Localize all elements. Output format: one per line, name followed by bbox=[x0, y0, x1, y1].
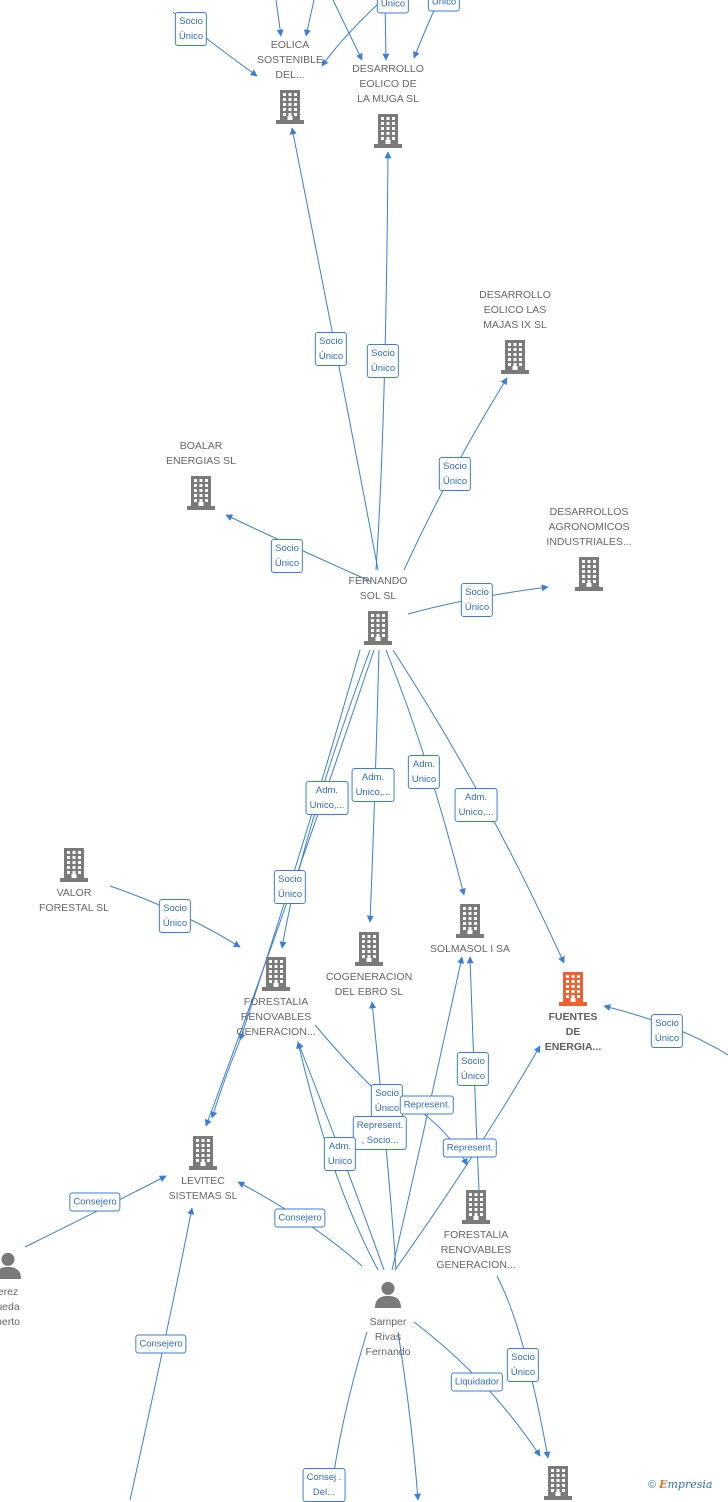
relationship-edge bbox=[466, 956, 480, 1191]
node-label: BOALAR ENERGIAS SL bbox=[165, 440, 237, 467]
edge-label: Consejero bbox=[69, 1192, 121, 1212]
relationship-edge bbox=[321, 3, 379, 67]
node-label: VALOR FORESTAL SL bbox=[38, 887, 110, 914]
edge-label: Socio Único bbox=[438, 457, 472, 491]
edge-label: Adm. Unico,... bbox=[305, 781, 349, 815]
node-label: DESARROLLOS AGRONOMICOS INDUSTRIALES... bbox=[546, 506, 632, 548]
node-label: LEVITEC SISTEMAS SL bbox=[168, 1175, 238, 1202]
company-node[interactable]: VALOR FORESTAL SL bbox=[0, 848, 149, 916]
edge-label: Represent. bbox=[442, 1138, 498, 1158]
building-icon bbox=[574, 557, 604, 591]
edge-label: Represent. , Socio... bbox=[352, 1116, 408, 1150]
person-node[interactable]: Samper Rivas Fernando bbox=[313, 1279, 463, 1360]
edge-label: Socio Único bbox=[456, 1052, 490, 1086]
relationship-edge bbox=[413, 3, 438, 59]
relationship-edge bbox=[397, 1331, 422, 1500]
edge-label: Único bbox=[376, 0, 410, 14]
building-icon bbox=[363, 611, 393, 645]
building-icon bbox=[461, 1190, 491, 1224]
edge-label: Adm. Unico bbox=[323, 1137, 357, 1171]
edge-label: Socio Único bbox=[158, 899, 192, 933]
edge-label: Consejero bbox=[135, 1334, 187, 1354]
edge-label: Liquidador bbox=[450, 1372, 504, 1392]
node-label: EOLICA SOSTENIBLE DEL... bbox=[257, 39, 323, 81]
edge-label: Socio Único bbox=[270, 539, 304, 573]
company-node[interactable]: SOLMASOL I SA bbox=[395, 904, 545, 957]
company-node[interactable]: DESARROLLO EOLICO DE LA MUGA SL bbox=[313, 62, 463, 148]
building-icon bbox=[500, 340, 530, 374]
relationship-edge bbox=[210, 1039, 241, 1119]
node-label: FUENTES DE ENERGIA... bbox=[544, 1011, 602, 1053]
edge-label: Adm. Unico,... bbox=[454, 788, 498, 822]
company-node[interactable]: BOALAR ENERGIAS SL bbox=[126, 439, 276, 510]
node-label: FORESTALIA RENOVABLES GENERACION... bbox=[236, 996, 316, 1038]
edge-label: Adm. Unico,... bbox=[351, 768, 395, 802]
company-node[interactable]: EOLICA SOSTENIBLE DEL... bbox=[215, 38, 365, 124]
node-label: DESARROLLO EOLICO DE LA MUGA SL bbox=[352, 63, 424, 105]
building-icon bbox=[558, 972, 588, 1006]
building-icon bbox=[373, 114, 403, 148]
node-label: erez ueda berto bbox=[0, 1286, 20, 1328]
edge-label: Socio Único bbox=[273, 870, 307, 904]
relationship-edge bbox=[375, 151, 392, 571]
relationship-edge bbox=[369, 1001, 397, 1271]
company-node[interactable]: FERNANDO SOL SL bbox=[303, 574, 453, 645]
edge-label: Socio Único bbox=[366, 344, 400, 378]
edge-label: Único bbox=[427, 0, 461, 12]
edge-label: Socio Único bbox=[370, 1084, 404, 1118]
copyright-symbol: © bbox=[648, 1479, 657, 1491]
relationship-edge bbox=[129, 1207, 195, 1500]
relationship-edge bbox=[391, 956, 465, 1271]
building-icon bbox=[188, 1136, 218, 1170]
company-node[interactable]: FUENTES DE ENERGIA... bbox=[498, 972, 648, 1055]
relationship-edge bbox=[332, 0, 363, 61]
relationship-edge bbox=[279, 649, 371, 949]
brand-logo: Empresia bbox=[659, 1478, 713, 1491]
company-node[interactable]: FORESTALIA RENOVABLES GENERACION... bbox=[201, 957, 351, 1040]
empresia-watermark: ©Empresia bbox=[648, 1478, 712, 1491]
building-icon bbox=[543, 1466, 573, 1500]
edge-label: Socio Único bbox=[314, 332, 348, 366]
edge-label: Represent. bbox=[399, 1095, 455, 1115]
relationship-edge bbox=[289, 127, 379, 571]
company-node[interactable] bbox=[483, 1466, 633, 1500]
relationship-edge bbox=[303, 0, 315, 37]
person-icon bbox=[0, 1250, 22, 1280]
edge-label: Adm. Unico bbox=[407, 755, 441, 789]
node-label: Samper Rivas Fernando bbox=[365, 1316, 411, 1358]
relationship-edge bbox=[238, 649, 361, 1041]
company-node[interactable]: LEVITEC SISTEMAS SL bbox=[128, 1136, 278, 1204]
edge-label: Consej . Del... bbox=[302, 1468, 346, 1502]
building-icon bbox=[455, 904, 485, 938]
company-node[interactable]: COGENERACION DEL EBRO SL bbox=[294, 932, 444, 1000]
person-node[interactable]: erez ueda berto bbox=[0, 1250, 83, 1330]
edge-label: Socio Único bbox=[506, 1348, 540, 1382]
building-icon bbox=[186, 476, 216, 510]
node-label: COGENERACION DEL EBRO SL bbox=[325, 971, 413, 998]
node-label: FORESTALIA RENOVABLES GENERACION... bbox=[436, 1229, 516, 1271]
building-icon bbox=[59, 848, 89, 882]
building-icon bbox=[261, 957, 291, 991]
company-node[interactable]: DESARROLLO EOLICO LAS MAJAS IX SL bbox=[440, 288, 590, 374]
edge-label: Socio Único bbox=[460, 583, 494, 617]
building-icon bbox=[354, 932, 384, 966]
relationship-edge bbox=[275, 0, 284, 37]
company-node[interactable]: DESARROLLOS AGRONOMICOS INDUSTRIALES... bbox=[514, 505, 664, 591]
node-label: DESARROLLO EOLICO LAS MAJAS IX SL bbox=[479, 289, 551, 331]
building-icon bbox=[275, 90, 305, 124]
edge-label: Socio Único bbox=[650, 1014, 684, 1048]
edge-label: Consejero bbox=[274, 1208, 326, 1228]
person-icon bbox=[374, 1279, 402, 1309]
edge-label: Socio Único bbox=[174, 12, 208, 46]
company-node[interactable]: FORESTALIA RENOVABLES GENERACION... bbox=[401, 1190, 551, 1273]
node-label: FERNANDO SOL SL bbox=[348, 575, 408, 602]
node-label: SOLMASOL I SA bbox=[429, 943, 511, 955]
